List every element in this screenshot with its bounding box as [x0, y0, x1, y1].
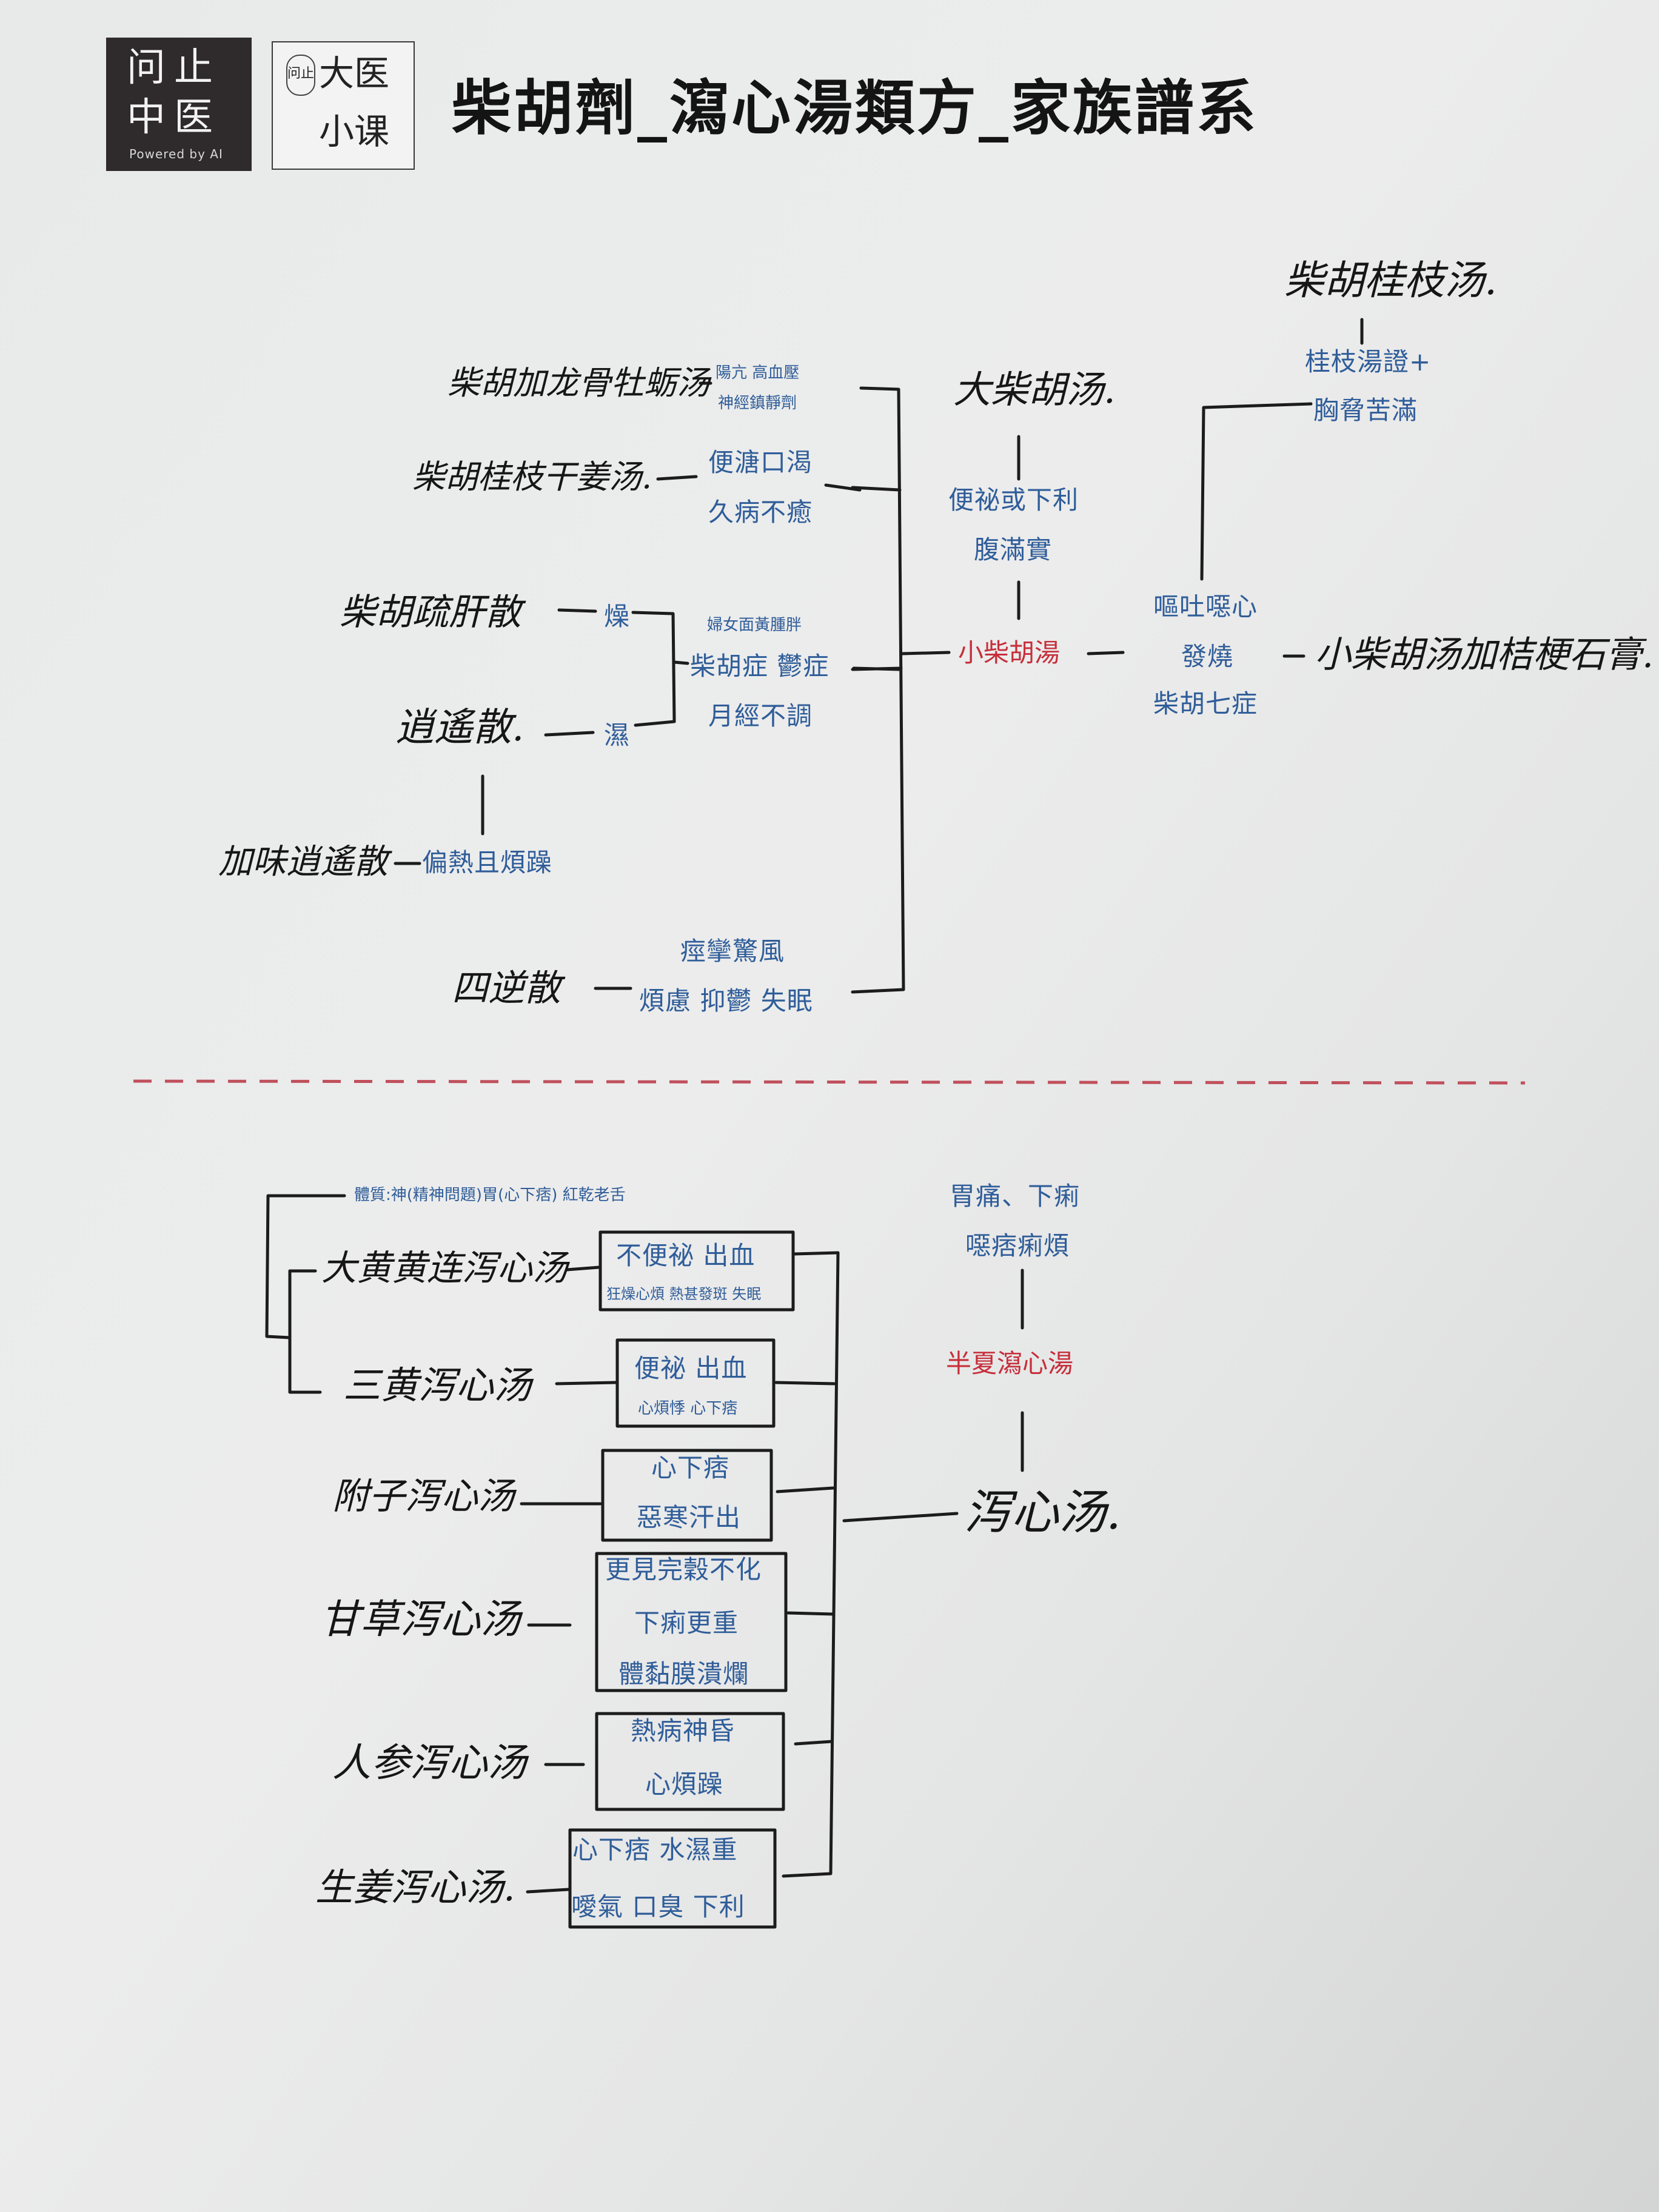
jiawei-note: 偏熱且煩躁	[422, 848, 553, 877]
dachaihu-formula: 大柴胡汤.	[953, 367, 1116, 412]
guizhi-ganjiang-note-2: 久病不癒	[708, 497, 813, 527]
daiyi-logo: 问止 大医 小课	[272, 41, 415, 170]
banxia-formula: 半夏瀉心湯	[946, 1349, 1074, 1378]
dry-damp-bracket	[631, 611, 676, 727]
sanhuang-formula: 三黄泻心汤	[343, 1363, 532, 1407]
guizhi-ganjiang-note-1: 便溏口渴	[708, 447, 813, 477]
stem-to-xiaochaihu	[900, 651, 951, 655]
fuzi-formula: 附子泻心汤	[332, 1475, 514, 1518]
chaihu-guizhi-formula: 柴胡桂枝汤.	[1284, 257, 1497, 304]
fuzi-box-line-1: 心下痞	[651, 1453, 730, 1483]
right-symptom-2: 發燒	[1181, 642, 1234, 671]
longgu-note-2: 神經鎮靜劑	[718, 394, 797, 412]
sanhuang-box-line-2: 心煩悸 心下痞	[638, 1399, 738, 1418]
xiaoyao-line	[544, 731, 595, 737]
constitution-bracket	[265, 1194, 346, 1339]
shengjiang-to-box	[526, 1888, 571, 1894]
guizhi-ganjiang-formula: 柴胡桂枝干姜汤.	[412, 458, 652, 496]
jiawei-xiaoyao-formula: 加味逍遙散	[218, 842, 388, 882]
shugan-formula: 柴胡疏肝散	[340, 591, 521, 634]
longgu-formula: 柴胡加龙骨牡蛎汤	[447, 364, 709, 402]
box-shengjiang	[568, 1828, 777, 1929]
main-bracket-line	[851, 386, 905, 994]
logo-line-2: 中医	[127, 95, 221, 140]
box-tick-5	[794, 1740, 834, 1746]
box-fuzi	[601, 1449, 773, 1542]
longgu-note-1: 陽亢 高血壓	[716, 364, 800, 382]
guizhigan-right	[824, 483, 862, 492]
page-title: 柴胡劑_瀉心湯類方_家族譜系	[452, 74, 1259, 143]
dahuang-to-box	[565, 1265, 601, 1272]
women-note-3: 月經不調	[708, 701, 813, 731]
sini-formula: 四逆散	[452, 967, 561, 1010]
right-symptom-1: 嘔吐噁心	[1153, 592, 1258, 622]
bracket-tick-1	[851, 486, 902, 492]
xiaochaihu-center: 小柴胡湯	[958, 638, 1061, 668]
sini-note-1: 痙攣驚風	[680, 936, 785, 966]
dry-damp-mid	[672, 660, 689, 665]
dahuang-box-line-1: 不便祕 出血	[616, 1241, 756, 1270]
to-right-symptoms	[1087, 651, 1125, 655]
women-note-1: 婦女面黃腫胖	[707, 616, 802, 634]
gancao-box-line-3: 體黏膜潰爛	[618, 1659, 749, 1689]
dachaihu-symptom-2: 腹滿實	[974, 535, 1053, 565]
box-tick-4	[786, 1611, 835, 1616]
shengjiang-box-line-1: 心下痞 水濕重	[572, 1835, 738, 1865]
logo-light-line-1: 大医	[319, 53, 390, 94]
gancao-box-line-1: 更見完穀不化	[605, 1555, 762, 1584]
logo-tagline: Powered by AI	[129, 147, 223, 161]
xiaoyao-formula: 逍遙散.	[395, 705, 525, 750]
damp-tag: 濕	[604, 720, 631, 750]
boxes-right-bracket	[782, 1251, 840, 1878]
box-renshen	[595, 1712, 785, 1811]
box-gancao	[595, 1552, 788, 1692]
wenzhi-logo: 问止 中医 Powered by AI	[106, 38, 252, 171]
box-dahuang	[598, 1230, 795, 1312]
logo-line-1: 问止	[127, 45, 221, 90]
to-root	[842, 1512, 959, 1523]
box-sanhuang	[615, 1338, 776, 1428]
guizhi-condition-2: 胸脅苦滿	[1313, 395, 1418, 425]
xiexin-root: 泻心汤.	[964, 1486, 1121, 1540]
fuzi-box-line-2: 惡寒汗出	[637, 1503, 742, 1532]
dahuang-box-line-2: 狂燥心煩 熱甚發斑 失眠	[606, 1285, 762, 1302]
renshen-box-line-2: 心煩躁	[645, 1769, 724, 1799]
gancao-box-line-2: 下痢更重	[634, 1608, 739, 1638]
sini-note-2: 煩慮 抑鬱 失眠	[639, 986, 813, 1016]
right-symptom-3: 柴胡七症	[1153, 689, 1258, 719]
gancao-formula: 甘草泻心汤	[320, 1596, 520, 1643]
shugan-line	[557, 608, 597, 613]
banxia-symptom-2: 噁痞痢煩	[965, 1231, 1070, 1261]
dry-tag: 燥	[604, 602, 631, 631]
renshen-formula: 人参泻心汤	[332, 1741, 526, 1786]
box-tick-3	[776, 1486, 835, 1493]
women-notes-right	[852, 666, 902, 671]
sanhuang-box-line-1: 便祕 出血	[634, 1353, 748, 1383]
constitution-sub-bracket	[288, 1269, 322, 1394]
shengjiang-formula: 生姜泻心汤.	[315, 1865, 515, 1909]
banxia-symptom-1: 胃痛、下痢	[950, 1181, 1081, 1211]
dahuang-formula: 大黄黄连泻心汤	[321, 1247, 568, 1289]
sanhuang-to-box	[555, 1381, 617, 1386]
box-tick-2	[774, 1381, 836, 1386]
guizhigan-line	[656, 475, 698, 481]
women-note-2: 柴胡症 鬱症	[690, 651, 830, 681]
shigao-formula: 小柴胡汤加桔梗石膏.	[1315, 634, 1654, 676]
renshen-box-line-1: 熱病神昏	[631, 1716, 736, 1746]
constitution-note: 體質:神(精神問題)胃(心下痞) 紅乾老舌	[354, 1186, 626, 1204]
guizhi-bracket	[1200, 402, 1313, 581]
guizhi-condition-1: 桂枝湯證+	[1305, 347, 1432, 377]
shengjiang-box-line-2: 噯氣 口臭 下利	[571, 1892, 745, 1922]
seal-icon: 问止	[286, 55, 315, 96]
dachaihu-symptom-1: 便祕或下利	[948, 485, 1079, 515]
logo-light-line-2: 小课	[319, 111, 390, 152]
